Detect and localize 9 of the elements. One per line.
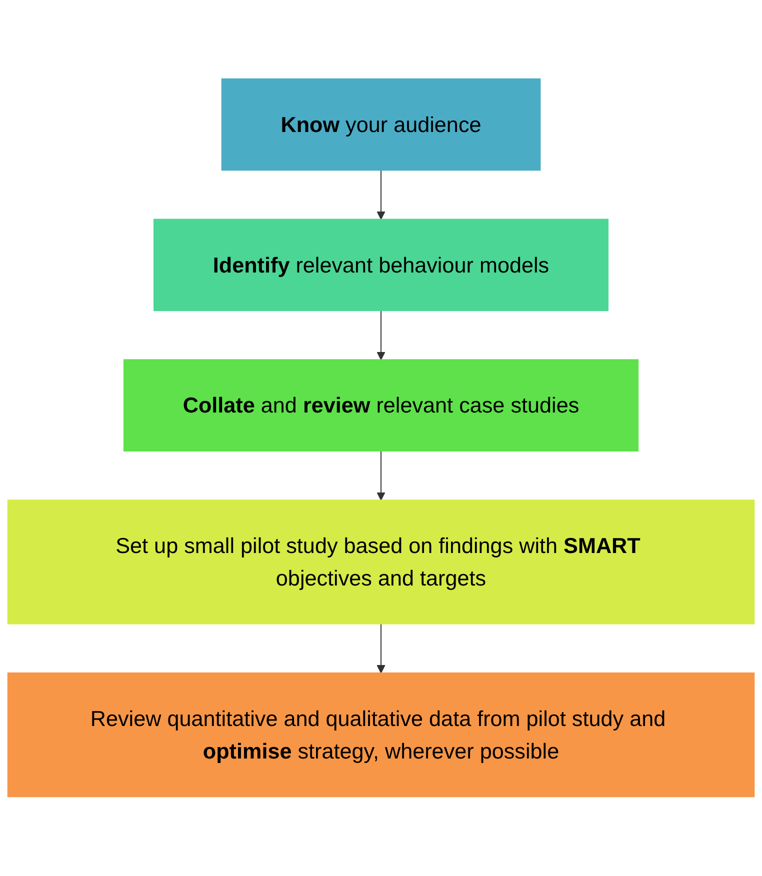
node-box: Collate and review relevant case studies	[123, 359, 639, 452]
node-box: Review quantitative and qualitative data from pilot study and optimise strategy, wherever possible	[7, 672, 755, 798]
node-box: Know your audience	[221, 78, 541, 171]
node-box: Identify relevant behaviour models	[153, 219, 609, 312]
arrow	[376, 310, 386, 360]
arrow	[376, 450, 386, 501]
arrow	[376, 170, 386, 220]
node-box: Set up small pilot study based on findings with SMART objectives and targets	[7, 500, 755, 625]
arrow	[376, 624, 386, 674]
